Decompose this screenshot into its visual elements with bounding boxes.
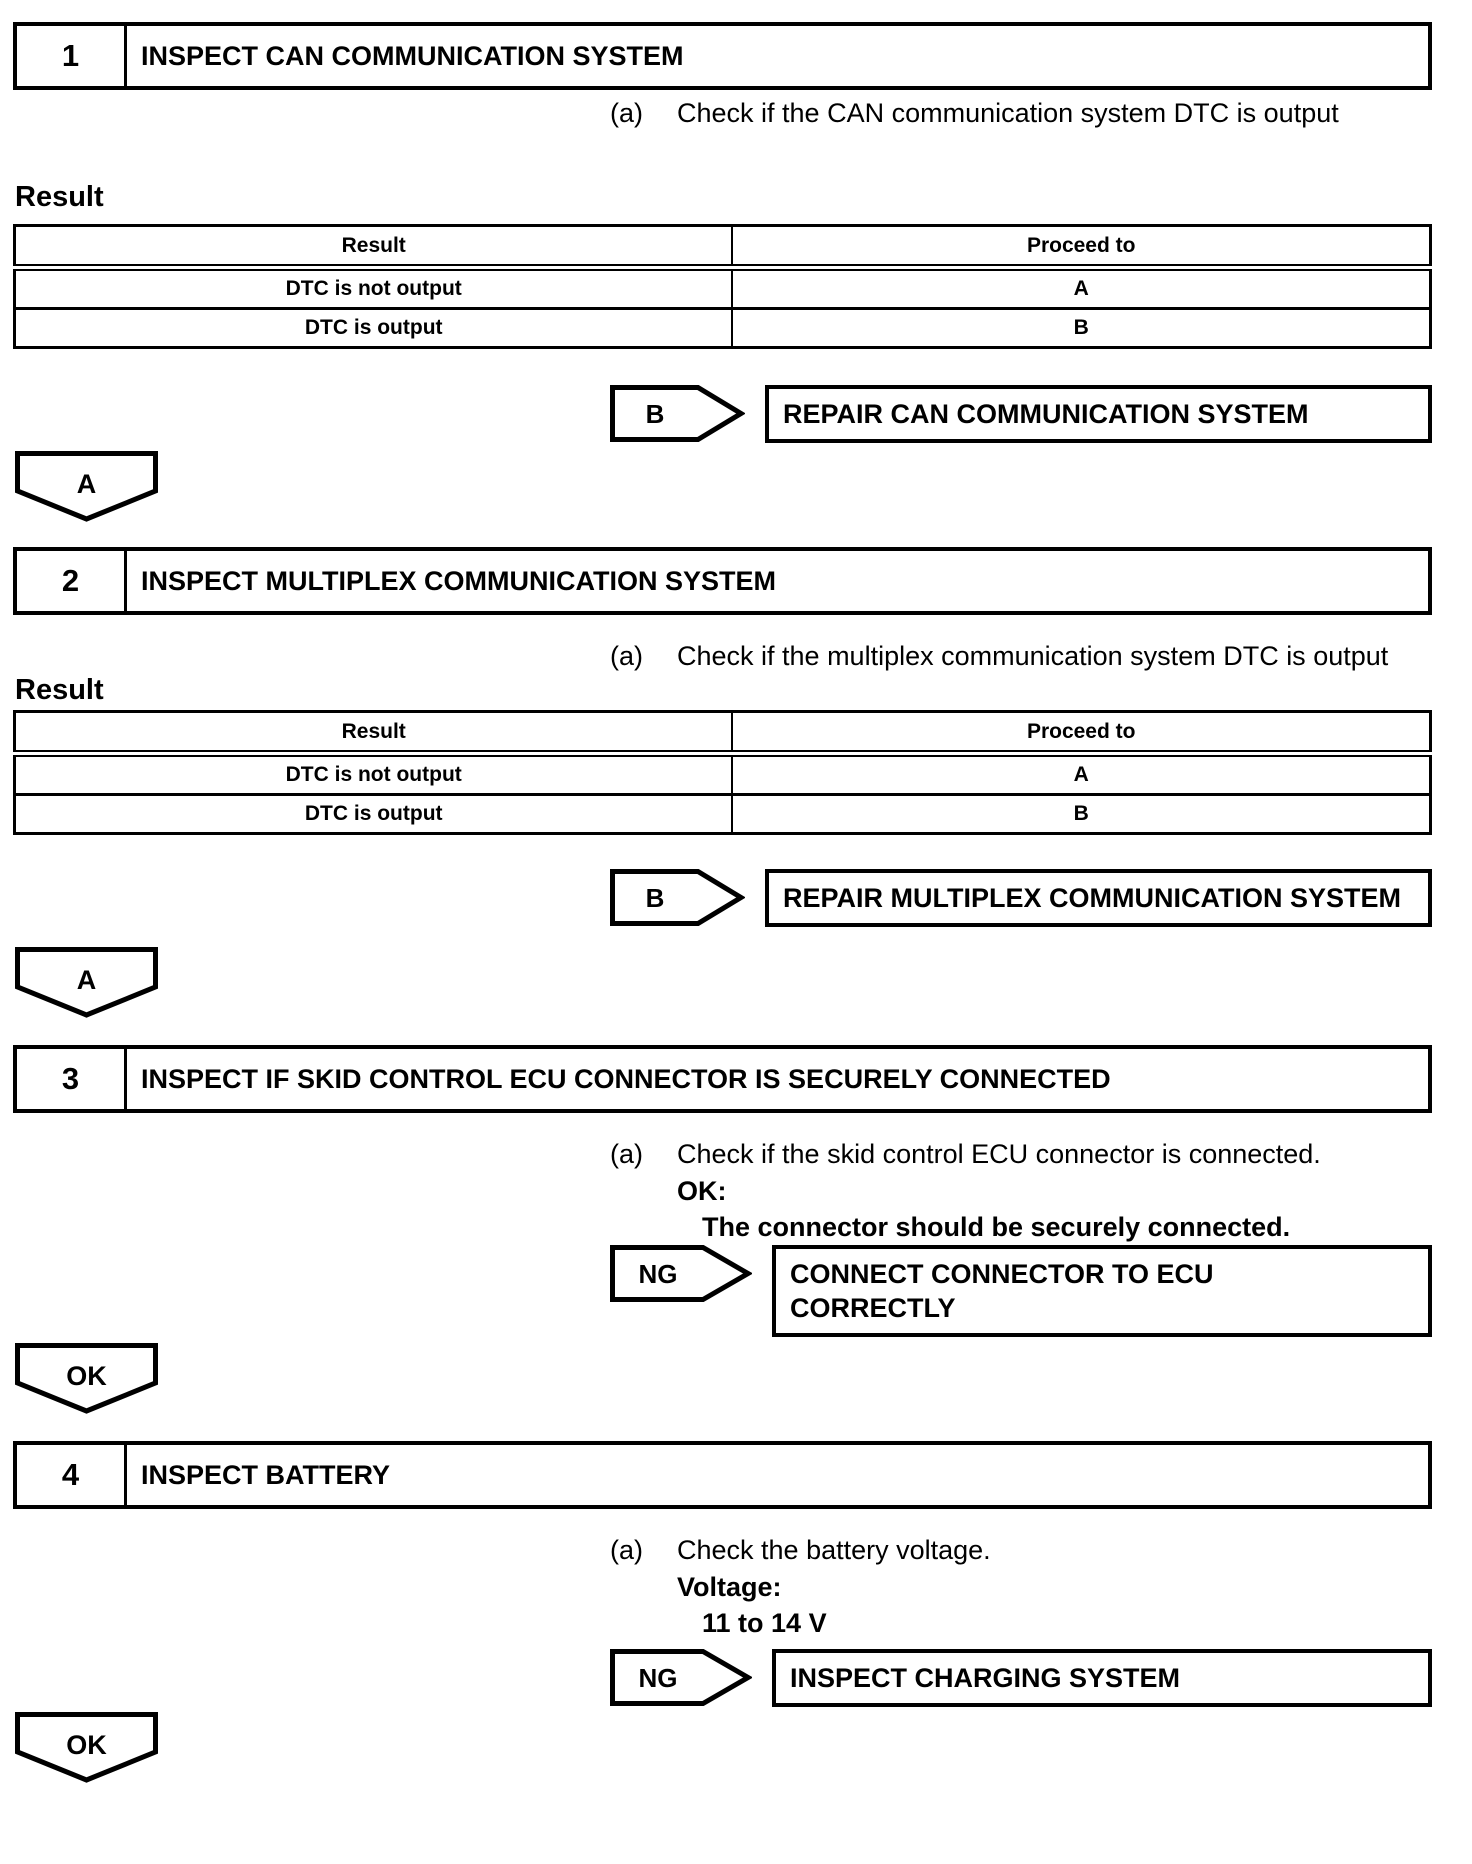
proceed-to-cell: A xyxy=(731,752,1432,795)
result-cell: DTC is not output xyxy=(13,266,734,309)
action-text: REPAIR MULTIPLEX COMMUNICATION SYSTEM xyxy=(783,883,1401,913)
branch-label: B xyxy=(646,399,665,429)
a-connector-icon: A xyxy=(15,947,158,1018)
step-title: INSPECT CAN COMMUNICATION SYSTEM xyxy=(141,40,684,71)
step-2-section: 2 INSPECT MULTIPLEX COMMUNICATION SYSTEM… xyxy=(13,547,1432,1019)
step-number: 2 xyxy=(17,551,127,611)
table-row: DTC is not output A xyxy=(13,752,1432,795)
step-number: 4 xyxy=(17,1445,127,1505)
ok-connector-icon: OK xyxy=(15,1343,158,1414)
branch-row: B REPAIR CAN COMMUNICATION SYSTEM xyxy=(610,385,1432,443)
branch-label: NG xyxy=(639,1259,678,1289)
instruction-text: Check if the CAN communication system DT… xyxy=(677,98,1339,128)
instruction: (a) Check if the skid control ECU connec… xyxy=(610,1135,1432,1173)
proceed-to-cell: A xyxy=(731,266,1432,309)
result-heading: Result xyxy=(15,674,104,706)
instruction-label: (a) xyxy=(610,641,643,671)
action-box: CONNECT CONNECTOR TO ECU CORRECTLY xyxy=(772,1245,1432,1337)
proceed-to-column-header: Proceed to xyxy=(731,225,1432,271)
b-arrow-icon: B xyxy=(610,869,745,926)
action-text: REPAIR CAN COMMUNICATION SYSTEM xyxy=(783,399,1309,429)
instruction-text: Check the battery voltage. xyxy=(677,1535,991,1565)
action-box: REPAIR CAN COMMUNICATION SYSTEM xyxy=(765,385,1432,443)
spec-text: The connector should be securely connect… xyxy=(702,1212,1291,1242)
instruction-label: (a) xyxy=(610,98,643,128)
instruction-text: Check if the skid control ECU connector … xyxy=(677,1139,1321,1169)
a-connector-icon: A xyxy=(15,451,158,522)
result-column-header: Result xyxy=(13,711,734,757)
action-text: CONNECT CONNECTOR TO ECU CORRECTLY xyxy=(790,1259,1214,1323)
spec-label: OK: xyxy=(677,1176,727,1206)
table-row: DTC is not output A xyxy=(13,266,1432,309)
instruction-label: (a) xyxy=(610,1139,643,1169)
instruction: (a) Check the battery voltage. xyxy=(610,1531,1432,1569)
result-cell: DTC is output xyxy=(13,793,734,834)
result-table: Result Proceed to DTC is not output A DT… xyxy=(13,224,1432,349)
connector-label: OK xyxy=(66,1361,107,1391)
result-table: Result Proceed to DTC is not output A DT… xyxy=(13,710,1432,835)
proceed-to-cell: B xyxy=(731,307,1432,348)
result-heading: Result xyxy=(15,181,104,213)
instruction: (a) Check if the CAN communication syste… xyxy=(610,94,1432,132)
step-header: 4 INSPECT BATTERY xyxy=(13,1441,1432,1509)
step-header: 1 INSPECT CAN COMMUNICATION SYSTEM xyxy=(13,22,1432,90)
result-cell: DTC is not output xyxy=(13,752,734,795)
result-column-header: Result xyxy=(13,225,734,271)
step-4-section: 4 INSPECT BATTERY (a) Check the battery … xyxy=(13,1441,1432,1784)
result-cell: DTC is output xyxy=(13,307,734,348)
step-number: 3 xyxy=(17,1049,127,1109)
branch-row: NG INSPECT CHARGING SYSTEM xyxy=(610,1649,1432,1707)
step-3-section: 3 INSPECT IF SKID CONTROL ECU CONNECTOR … xyxy=(13,1045,1432,1415)
ok-connector-icon: OK xyxy=(15,1712,158,1783)
table-header-row: Result Proceed to xyxy=(13,711,1432,757)
spec-label: Voltage: xyxy=(677,1572,782,1602)
step-header: 3 INSPECT IF SKID CONTROL ECU CONNECTOR … xyxy=(13,1045,1432,1113)
step-title: INSPECT MULTIPLEX COMMUNICATION SYSTEM xyxy=(141,565,777,596)
ng-arrow-icon: NG xyxy=(610,1245,752,1302)
action-box: INSPECT CHARGING SYSTEM xyxy=(772,1649,1432,1707)
connector-label: A xyxy=(77,469,97,499)
connector-label: OK xyxy=(66,1730,107,1760)
branch-label: NG xyxy=(639,1663,678,1693)
ng-arrow-icon: NG xyxy=(610,1649,752,1706)
table-row: DTC is output B xyxy=(13,307,1432,348)
table-header-row: Result Proceed to xyxy=(13,225,1432,271)
proceed-to-cell: B xyxy=(731,793,1432,834)
instruction: (a) Check if the multiplex communication… xyxy=(610,637,1432,675)
branch-row: NG CONNECT CONNECTOR TO ECU CORRECTLY xyxy=(610,1245,1432,1337)
proceed-to-column-header: Proceed to xyxy=(731,711,1432,757)
connector-label: A xyxy=(77,965,97,995)
step-title: INSPECT BATTERY xyxy=(141,1459,391,1490)
branch-label: B xyxy=(646,883,665,913)
action-text: INSPECT CHARGING SYSTEM xyxy=(790,1663,1181,1693)
action-box: REPAIR MULTIPLEX COMMUNICATION SYSTEM xyxy=(765,869,1432,927)
step-number: 1 xyxy=(17,26,127,86)
instruction-label: (a) xyxy=(610,1535,643,1565)
instruction-text: Check if the multiplex communication sys… xyxy=(677,641,1389,671)
step-header: 2 INSPECT MULTIPLEX COMMUNICATION SYSTEM xyxy=(13,547,1432,615)
step-title: INSPECT IF SKID CONTROL ECU CONNECTOR IS… xyxy=(141,1063,1111,1094)
spec-text: 11 to 14 V xyxy=(702,1608,827,1638)
table-row: DTC is output B xyxy=(13,793,1432,834)
step-1-section: 1 INSPECT CAN COMMUNICATION SYSTEM (a) C… xyxy=(13,22,1432,523)
branch-row: B REPAIR MULTIPLEX COMMUNICATION SYSTEM xyxy=(610,869,1432,927)
b-arrow-icon: B xyxy=(610,385,745,442)
